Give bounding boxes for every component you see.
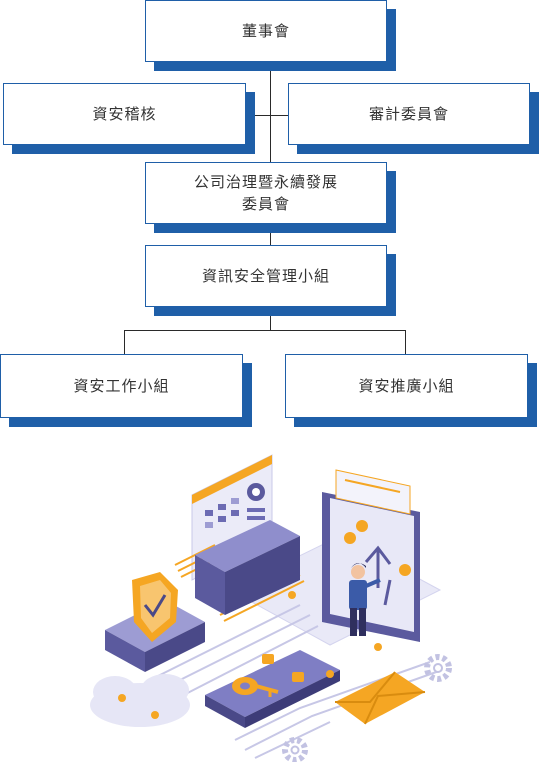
circuit-nodes (288, 591, 382, 678)
connector-board-governance (270, 62, 271, 166)
security-illustration (90, 454, 452, 762)
governance-label-line1: 公司治理暨永續發展 (193, 173, 338, 191)
board-label: 董事會 (145, 0, 387, 62)
envelope-icon (335, 671, 426, 725)
connector-promo-group (405, 330, 406, 356)
connector-governance-security (270, 224, 271, 246)
work-group-label: 資安工作小組 (0, 354, 243, 418)
connector-audit-branch (246, 115, 288, 116)
key-icon (232, 677, 279, 697)
promo-group-node: 資安推廣小組 (285, 354, 537, 427)
cloud-icon (90, 674, 190, 727)
governance-committee-node: 公司治理暨永續發展 委員會 (145, 162, 396, 233)
shield-check-icon (132, 572, 178, 642)
security-committee-label: 資訊安全管理小組 (145, 245, 387, 307)
board-node: 董事會 (145, 0, 396, 71)
server-block (195, 520, 300, 615)
promo-group-label: 資安推廣小組 (285, 354, 528, 418)
connector-security-groups (270, 308, 271, 330)
gear-icon-bottom (282, 737, 308, 762)
audit-label: 資安稽核 (3, 83, 246, 145)
work-group-node: 資安工作小組 (0, 354, 252, 427)
audit-committee-label: 審計委員會 (288, 83, 530, 145)
key-tablet (205, 650, 340, 728)
governance-committee-label: 公司治理暨永續發展 委員會 (145, 162, 387, 224)
audit-node: 資安稽核 (3, 83, 255, 154)
person-icon (349, 563, 381, 636)
governance-label-line2: 委員會 (241, 195, 290, 213)
gear-icon (424, 654, 452, 682)
connector-groups-horizontal (124, 330, 406, 331)
audit-committee-node: 審計委員會 (288, 83, 539, 154)
connector-work-group (124, 330, 125, 356)
security-committee-node: 資訊安全管理小組 (145, 245, 396, 316)
